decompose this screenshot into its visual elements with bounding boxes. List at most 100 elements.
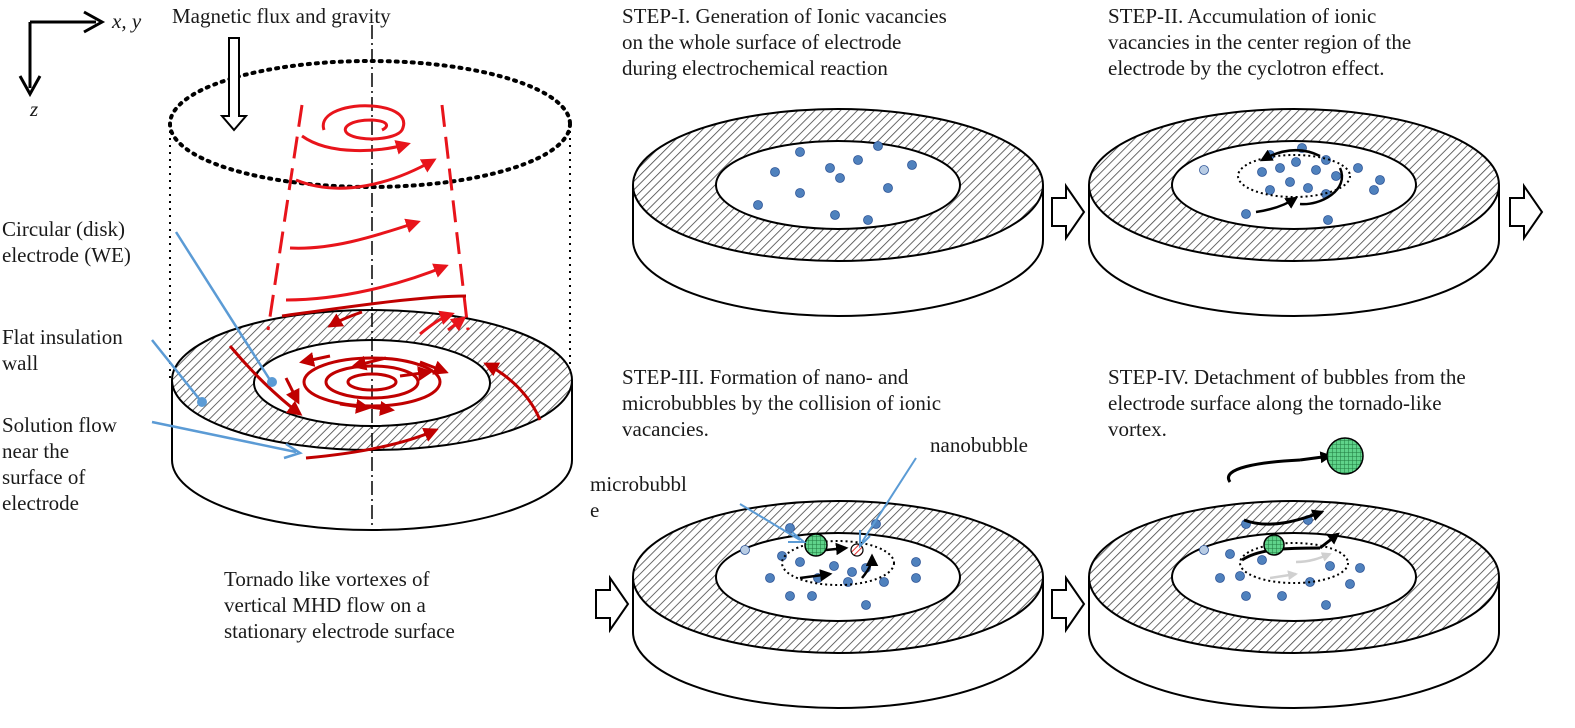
ionic-vacancy-dot [765,573,775,583]
field-label: Magnetic flux and gravity [172,4,391,28]
spiral-arrow-e [351,355,387,371]
leader-wall [151,339,201,401]
step-ii-arrow-bottom [1255,196,1299,214]
vortex-outflow-line [281,294,467,318]
step-3-electrode-surface [715,532,961,622]
ionic-vacancy-dot [1285,177,1295,187]
vortex-right-boundary [440,104,470,331]
spiral-arrow-f [399,366,433,382]
ionic-vacancy-dot [795,557,805,567]
ionic-vacancy-dot [873,141,883,151]
step-4-title: STEP-IV. Detachment of bubbles from the … [1108,365,1466,441]
flow-label: Solution flow near the surface of electr… [2,413,117,515]
vortex-outflow-arrow-right [419,310,455,336]
ionic-vacancy-dot [753,200,763,210]
step-ii-cyclotron [1237,148,1351,214]
nanobubble-label: nanobubble [930,433,1028,457]
step-iv-vortex-zone [1239,542,1349,584]
vortex-outflow-arrow-right-2 [447,316,467,332]
step-iii-collision-zone [781,540,895,586]
ionic-vacancy-dot [1225,549,1235,559]
step-2-electrode-surface [1171,140,1417,230]
ionic-vacancy-dot [1235,571,1245,581]
arrow-step3-to-step4 [1051,574,1086,634]
ionic-vacancy-dot [863,215,873,225]
vortex-spiral-top [321,104,405,141]
left-panel [151,25,573,531]
ionic-vacancy-dot [1199,165,1209,175]
step-ii-arrow-top [1259,148,1321,162]
ionic-vacancy-dot [795,147,805,157]
step-iii-arrow-3 [861,553,879,579]
step-iv-middle-arrow [1243,509,1325,526]
step-2-disk [1088,108,1500,317]
step-iv-faded-arrow-2 [1269,570,1298,581]
ionic-vacancy-dot [861,600,871,610]
arrow-step1-to-step2 [1051,182,1086,242]
arrow-step2-out [1509,182,1544,242]
vortex-arrow-3 [289,218,421,250]
spiral-arrow-d [361,400,395,416]
ionic-vacancy-dot [1257,167,1267,177]
ionic-vacancy-dot [883,183,893,193]
inflow-arrow-bottom [305,428,439,460]
step-4-disk [1088,500,1500,709]
step-4-electrode-surface [1171,532,1417,622]
xy-axis-label: x, y [112,9,142,33]
step-ii-accumulation-zone [1237,154,1351,198]
magnetic-field-arrow [219,37,249,132]
leader-nanobubble [861,457,917,543]
ionic-vacancy-dot [847,567,857,577]
step-iv-top-arrow [1299,451,1333,464]
ionic-vacancy-dot [795,188,805,198]
ionic-vacancy-dot [1321,600,1331,610]
xy-axis-arrowhead [83,10,106,34]
ionic-vacancy-dot [835,173,845,183]
spiral-middle [324,364,420,400]
vortex-outflow-arrow-left [327,310,363,328]
ionic-vacancy-dot [1345,579,1355,589]
ionic-vacancy-dot [879,577,889,587]
ionic-vacancy-dot [1325,561,1335,571]
leader-flow [151,420,297,454]
ionic-vacancy-dot [1241,591,1251,601]
microbubble-label: microbubbl e [590,472,687,522]
step-disks [632,108,1500,709]
ionic-vacancy-dot [830,210,840,220]
ionic-vacancy-dot [1277,591,1287,601]
step-3-disk [632,500,1044,709]
inflow-arrow-right [483,362,542,421]
left-leader-lines [151,231,303,460]
step-2-title: STEP-II. Accumulation of ionic vacancies… [1108,4,1412,80]
ionic-vacancy-dot [853,155,863,165]
spiral-inner [346,372,398,392]
ionic-vacancy-dot [785,523,795,533]
ionic-vacancy-dot [740,545,750,555]
ionic-vacancy-dot [1215,573,1225,583]
ionic-vacancy-dot [1331,171,1341,181]
ionic-vacancy-dot [911,557,921,567]
leader-microbubble-arrowhead [788,531,807,543]
step-3-title: STEP-III. Formation of nano- and microbu… [622,365,942,441]
leader-wall-dot [197,397,207,407]
ionic-vacancy-dot [829,561,839,571]
ionic-vacancy-dot [807,591,817,601]
axes-indicator [18,10,106,98]
step-transition-arrows [595,182,1544,634]
ionic-vacancy-dot [1311,165,1321,175]
detached-bubble [1326,437,1364,475]
electrode-vortex-spirals [228,345,542,460]
spiral-arrow-g [284,377,300,405]
ionic-vacancy-dot [1291,157,1301,167]
z-axis-label: z [30,97,39,121]
ionic-vacancy-dot [785,591,795,601]
arrow-into-step3 [595,574,630,634]
step-1-title: STEP-I. Generation of Ionic vacancies on… [622,4,947,80]
ionic-vacancy-dot [1199,545,1209,555]
vortex-arrow-1 [301,134,411,155]
spiral-arrow-a [299,352,331,367]
leader-nanobubble-arrowhead [859,530,871,549]
ionic-vacancy-dot [1323,215,1333,225]
ionic-vacancy-dot [770,167,780,177]
